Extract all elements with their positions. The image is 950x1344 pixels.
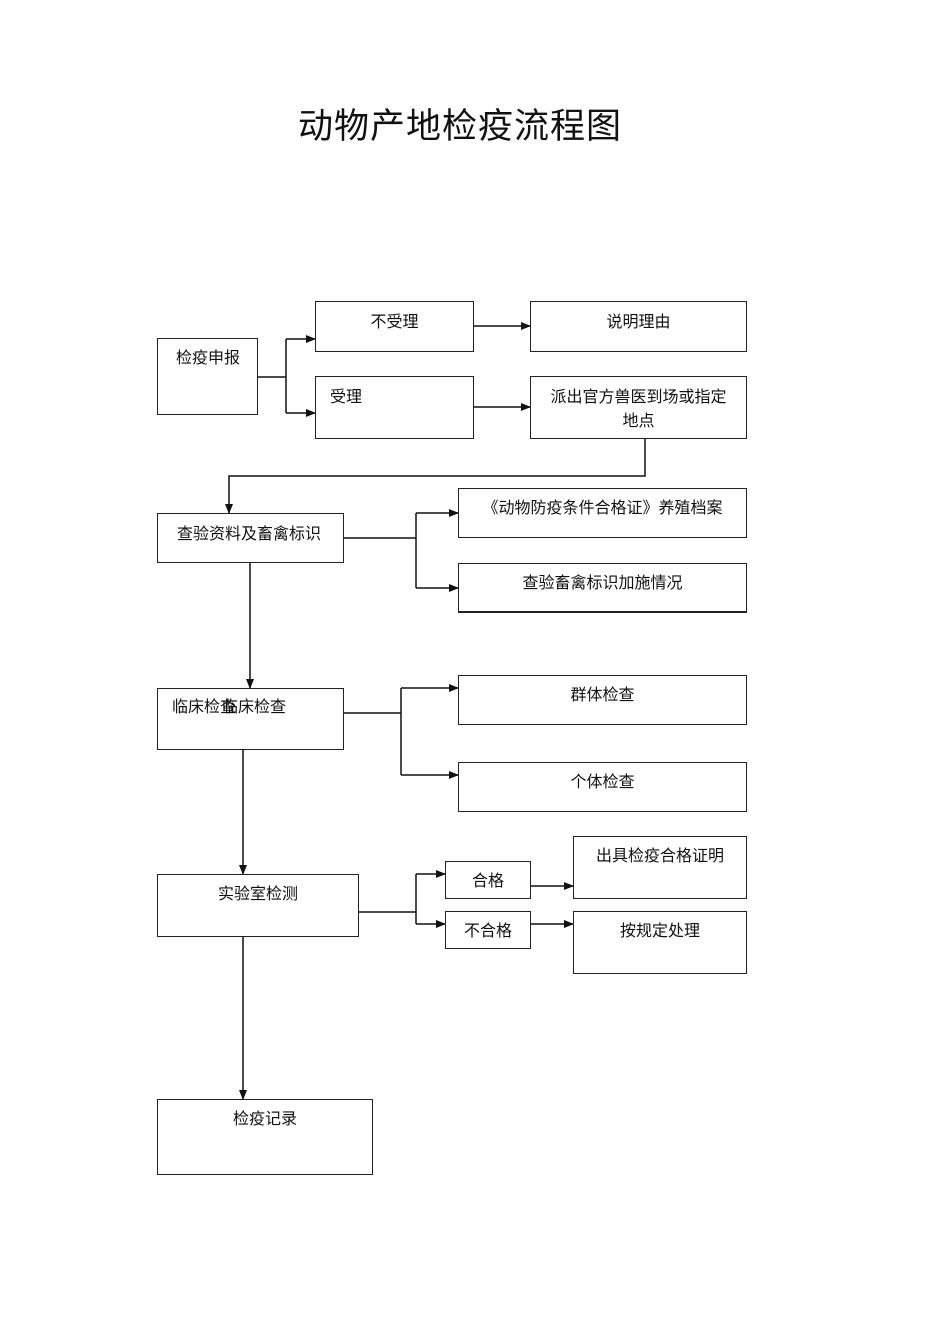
node-record-label: 检疫记录: [232, 1109, 297, 1128]
node-lab-test-label: 实验室检测: [217, 884, 298, 903]
node-dispose-label: 按规定处理: [619, 921, 700, 940]
node-reject-label: 不受理: [370, 312, 419, 331]
node-certificate-label: 出具检疫合格证明: [595, 846, 724, 865]
node-check-docs-label: 查验资料及畜禽标识: [177, 524, 322, 543]
node-apply: 检疫申报: [157, 338, 258, 415]
node-pass-label: 合格: [471, 871, 504, 890]
node-apply-label: 检疫申报: [176, 348, 241, 367]
node-fail: 不合格: [445, 911, 531, 949]
arrow-to-check-docs: [225, 439, 646, 514]
node-record: 检疫记录: [157, 1099, 373, 1175]
node-reject-reason-label: 说明理由: [606, 312, 671, 331]
node-fail-label: 不合格: [463, 921, 512, 940]
node-individual-check: 个体检查: [458, 762, 747, 812]
node-accept: 受理: [315, 376, 474, 439]
node-reject: 不受理: [315, 301, 474, 352]
node-dispose: 按规定处理: [573, 911, 747, 974]
page-title: 动物产地检疫流程图: [297, 107, 622, 147]
node-individual-check-label: 个体检查: [570, 772, 635, 791]
node-accept-label: 受理: [330, 387, 363, 406]
node-check-tags: 查验畜禽标识加施情况: [458, 563, 747, 613]
node-group-check-label: 群体检查: [570, 685, 635, 704]
node-lab-test: 实验室检测: [157, 874, 359, 937]
node-check-docs: 查验资料及畜禽标识: [157, 513, 344, 563]
node-check-tags-label: 查验畜禽标识加施情况: [522, 573, 683, 592]
node-certificate: 出具检疫合格证明: [573, 836, 747, 899]
node-dispatch-label: 派出官方兽医到场或指定地点: [550, 387, 727, 430]
node-clinical: 临床检查 临床检查: [157, 688, 344, 750]
node-clinical-overlap-label: 临床检查: [222, 697, 287, 716]
node-group-check: 群体检查: [458, 675, 747, 725]
node-pass: 合格: [445, 861, 531, 899]
node-dispatch: 派出官方兽医到场或指定地点: [530, 376, 747, 439]
node-archive-label: 《动物防疫条件合格证》养殖档案: [482, 498, 723, 517]
node-reject-reason: 说明理由: [530, 301, 747, 352]
node-archive: 《动物防疫条件合格证》养殖档案: [458, 488, 747, 538]
node-clinical-label: 临床检查: [172, 697, 237, 716]
